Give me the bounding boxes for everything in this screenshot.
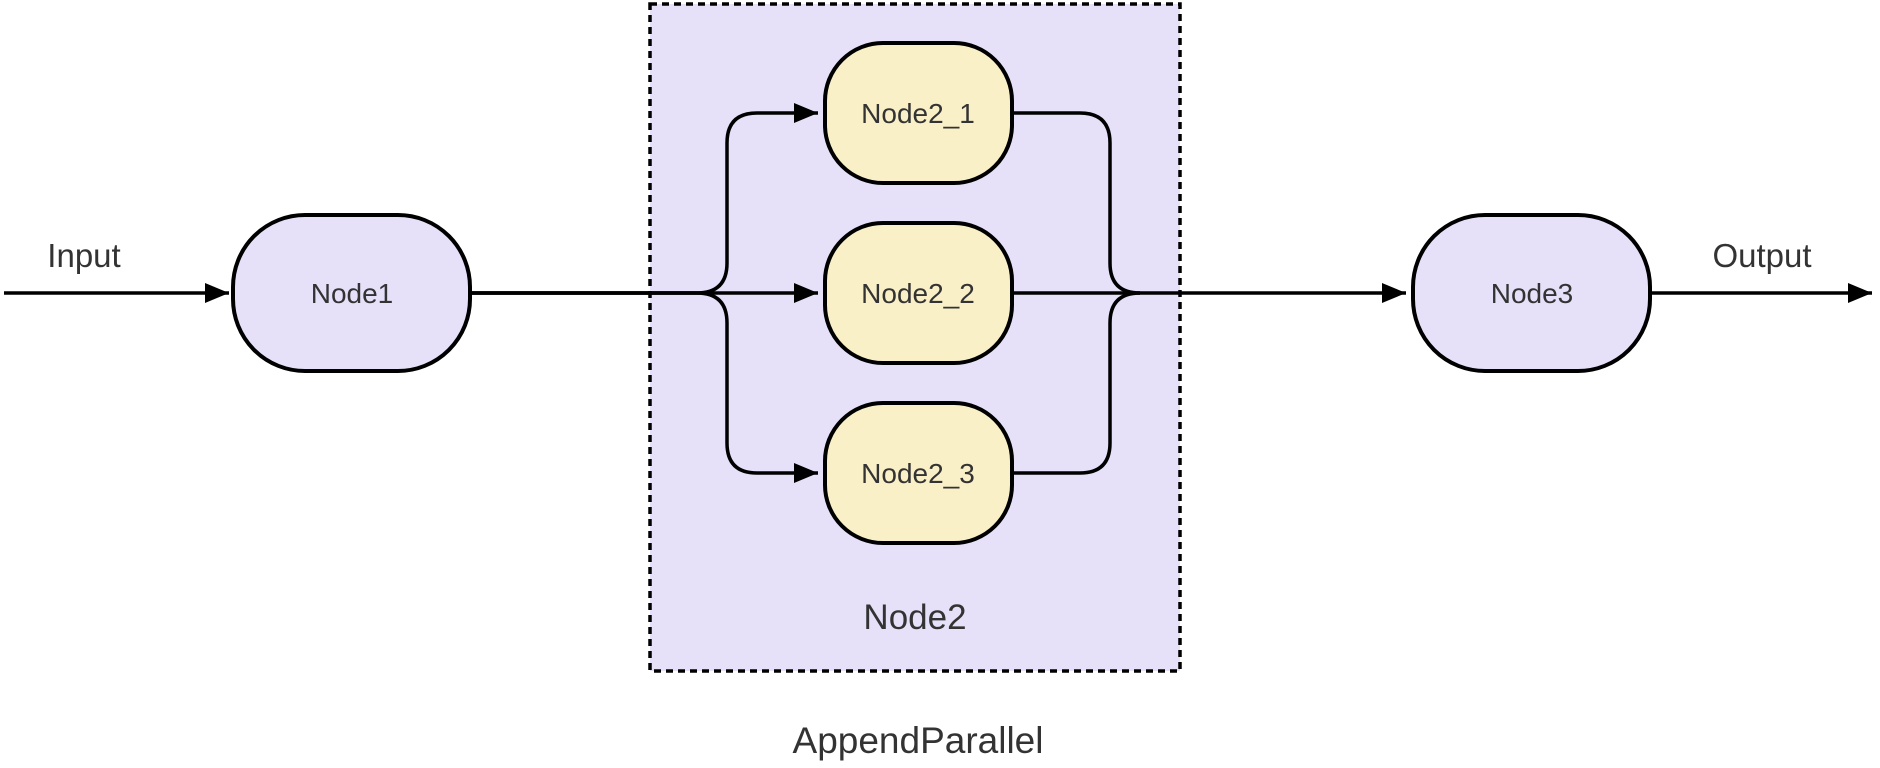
output-label: Output <box>1712 237 1811 274</box>
node-node2-1: Node2_1 <box>823 41 1014 185</box>
node-node2-1-label: Node2_1 <box>861 98 975 129</box>
node-node3: Node3 <box>1411 213 1652 373</box>
node-node2-2-label: Node2_2 <box>861 278 975 309</box>
node-node2-1-shape <box>823 41 1014 185</box>
diagram-caption: AppendParallel <box>793 720 1044 761</box>
node-node2-3-shape <box>823 401 1014 545</box>
edge-node1-to-node2-1 <box>470 103 818 295</box>
node-node1-label: Node1 <box>311 278 394 309</box>
node-node2-3-label: Node2_3 <box>861 458 975 489</box>
node-node2-2: Node2_2 <box>823 221 1014 365</box>
node-node1-shape <box>231 213 472 373</box>
node-node3-shape <box>1411 213 1652 373</box>
edge-node2-3-merge <box>1012 291 1141 475</box>
node-node1: Node1 <box>231 213 472 373</box>
edge-node1-to-node2-3 <box>470 291 818 483</box>
cluster-node2-label: Node2 <box>863 598 966 637</box>
node-node2-2-shape <box>823 221 1014 365</box>
node-node3-label: Node3 <box>1491 278 1574 309</box>
input-label: Input <box>47 237 120 274</box>
node-node2-3: Node2_3 <box>823 401 1014 545</box>
edge-node2-1-merge <box>1012 111 1141 295</box>
